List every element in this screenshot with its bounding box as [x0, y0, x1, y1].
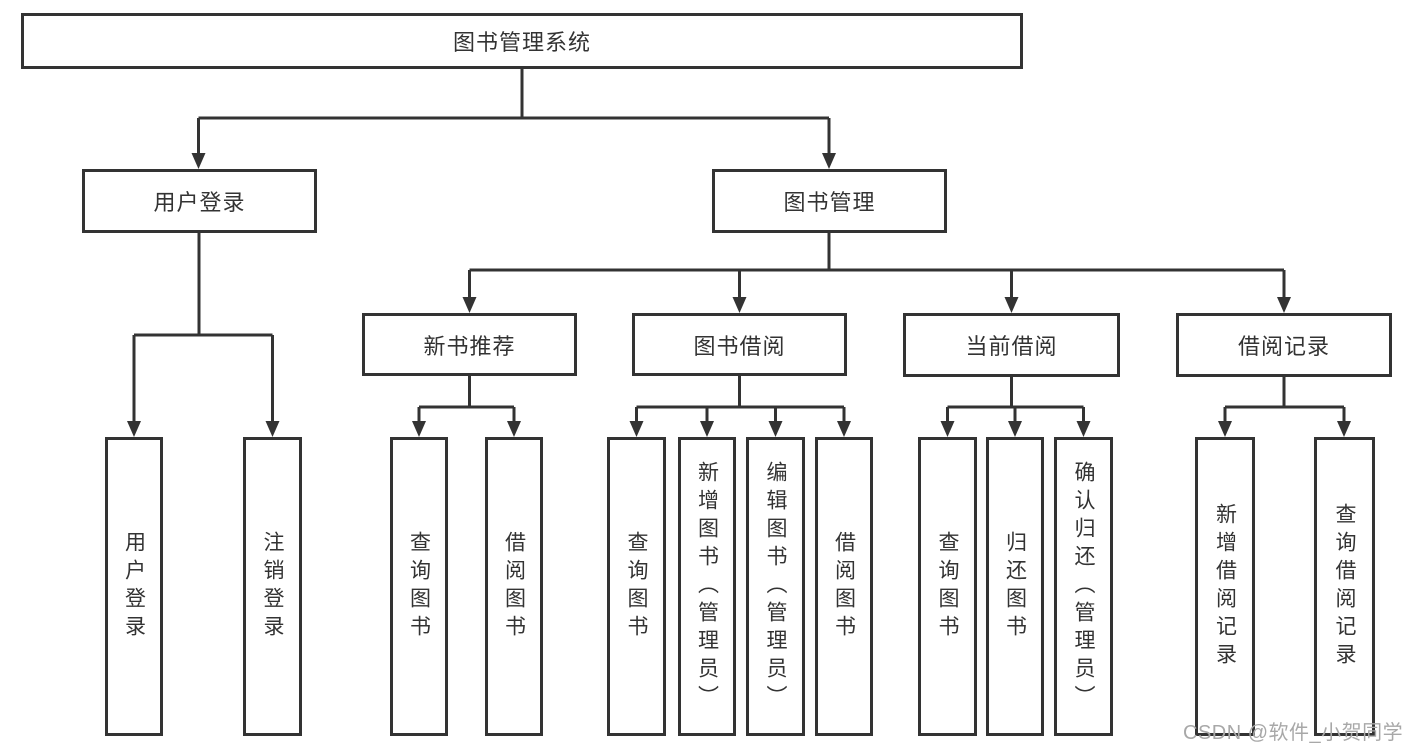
leaf-recommend-borrow-book: 借阅图书: [485, 437, 543, 736]
arrow-down-icon: [732, 297, 747, 313]
leaf-label: 用户登录: [122, 530, 146, 643]
leaf-label: 编辑图书（管理员）: [764, 460, 787, 713]
leaf-current-query-book: 查询图书: [918, 437, 977, 736]
leaf-label: 新增借阅记录: [1213, 502, 1237, 671]
leaf-confirm-return-admin: 确认归还（管理员）: [1054, 437, 1113, 736]
leaf-label: 注销登录: [261, 530, 284, 643]
arrow-down-icon: [1218, 421, 1232, 437]
arrow-down-icon: [127, 421, 141, 437]
watermark: CSDN @软件_小贺同学: [1183, 722, 1404, 744]
edges-book-borrow: [629, 376, 851, 437]
leaf-label: 查询借阅记录: [1333, 502, 1356, 671]
leaf-label: 归还图书: [1003, 530, 1027, 643]
leaf-add-borrow-record: 新增借阅记录: [1195, 437, 1255, 736]
arrow-down-icon: [940, 421, 955, 437]
leaf-label: 新增图书（管理员）: [695, 460, 719, 713]
leaf-label: 查询图书: [407, 530, 431, 643]
leaf-borrow-book: 借阅图书: [815, 437, 873, 736]
leaf-edit-book-admin: 编辑图书（管理员）: [746, 437, 805, 736]
leaf-recommend-query-book: 查询图书: [390, 437, 448, 736]
edges-book-mgmt: [462, 233, 1291, 313]
edges-root: [191, 67, 836, 169]
arrow-down-icon: [462, 297, 477, 313]
leaf-query-borrow-record: 查询借阅记录: [1314, 437, 1375, 736]
node-new-book-recommend: 新书推荐: [362, 313, 577, 376]
arrow-down-icon: [1076, 421, 1091, 437]
arrow-down-icon: [1337, 421, 1351, 437]
arrow-down-icon: [1008, 421, 1022, 437]
leaf-return-book: 归还图书: [986, 437, 1044, 736]
arrow-down-icon: [700, 421, 714, 437]
leaf-label: 查询图书: [936, 530, 959, 643]
arrow-down-icon: [507, 421, 521, 437]
node-current-borrow: 当前借阅: [903, 313, 1120, 377]
node-library-management-system: 图书管理系统: [21, 13, 1023, 69]
leaf-label: 借阅图书: [832, 530, 856, 643]
arrow-down-icon: [191, 153, 206, 169]
edges-new-book-rec: [412, 376, 521, 437]
node-borrow-record: 借阅记录: [1176, 313, 1392, 377]
leaf-user-login: 用户登录: [105, 437, 163, 736]
arrow-down-icon: [822, 153, 836, 169]
leaf-label: 确认归还（管理员）: [1072, 460, 1095, 713]
leaf-add-book-admin: 新增图书（管理员）: [678, 437, 736, 736]
edges-user-login: [127, 233, 280, 437]
edges-current-borrow: [940, 377, 1091, 437]
leaf-logout: 注销登录: [243, 437, 302, 736]
leaf-label: 借阅图书: [502, 530, 526, 643]
edges-borrow-record: [1218, 377, 1351, 437]
arrow-down-icon: [265, 421, 280, 437]
node-book-borrow: 图书借阅: [632, 313, 847, 376]
arrow-down-icon: [412, 421, 426, 437]
arrow-down-icon: [1277, 297, 1291, 313]
arrow-down-icon: [629, 421, 644, 437]
node-user-login: 用户登录: [82, 169, 317, 233]
arrow-down-icon: [1004, 297, 1019, 313]
arrow-down-icon: [768, 421, 783, 437]
arrow-down-icon: [837, 421, 851, 437]
node-book-management: 图书管理: [712, 169, 947, 233]
leaf-borrow-query-book: 查询图书: [607, 437, 666, 736]
leaf-label: 查询图书: [625, 530, 648, 643]
